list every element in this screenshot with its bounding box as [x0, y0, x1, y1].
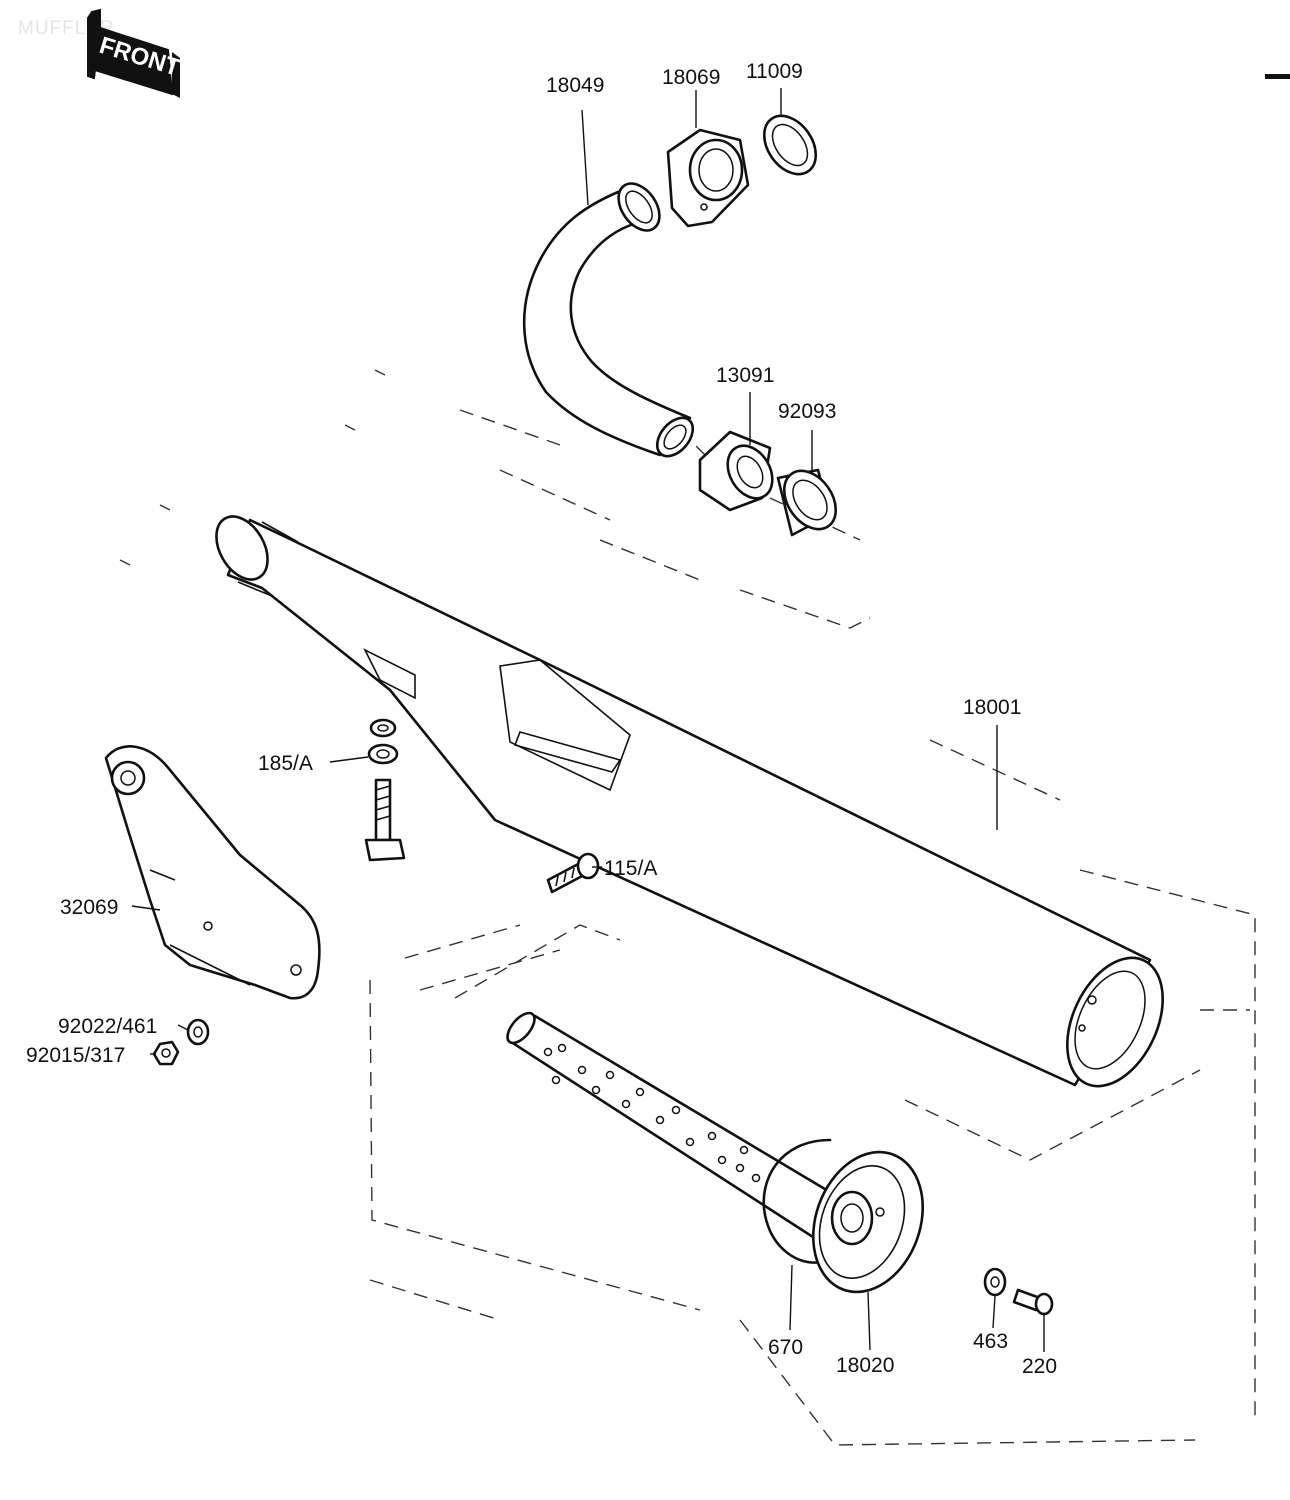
assembly-guide-lines: [119, 369, 1256, 1446]
label-32069: 32069: [60, 896, 118, 919]
pipe-holder-flange: [666, 128, 750, 228]
label-18049: 18049: [546, 74, 604, 97]
label-18020: 18020: [836, 1354, 894, 1377]
muffler-body: [215, 515, 1164, 1088]
callout-labels: 18049 18069 11009 13091 92093 18001 185/…: [26, 60, 1057, 1378]
gasket-ring: [762, 114, 818, 176]
label-13091: 13091: [716, 364, 774, 387]
label-220: 220: [1022, 1355, 1057, 1378]
label-115a: 115/A: [604, 857, 657, 880]
mount-bolt-stack: [364, 718, 406, 862]
leader-lines: [131, 88, 1045, 1352]
mounting-bracket: [104, 745, 321, 1000]
label-92015-317: 92015/317: [26, 1044, 125, 1067]
pipe-collar: [776, 468, 838, 537]
pipe-joint: [698, 430, 774, 512]
label-670: 670: [768, 1336, 803, 1359]
exhaust-pipe: [522, 182, 695, 458]
edge-mark: [1265, 74, 1290, 79]
label-11009: 11009: [746, 60, 803, 83]
end-washer: [983, 1267, 1007, 1297]
silencer-tube: [506, 1011, 862, 1264]
label-18069: 18069: [662, 66, 720, 89]
end-cap: [811, 1150, 925, 1294]
end-bolt: [1012, 1288, 1054, 1316]
label-185a: 185/A: [258, 752, 313, 775]
label-18001: 18001: [963, 696, 1021, 719]
front-direction-badge: FRONT: [87, 8, 184, 98]
label-463: 463: [973, 1330, 1008, 1353]
label-92093: 92093: [778, 400, 836, 423]
cap-screw: [546, 852, 600, 894]
perforation-holes: [543, 1043, 761, 1183]
label-92022-461: 92022/461: [58, 1015, 157, 1038]
